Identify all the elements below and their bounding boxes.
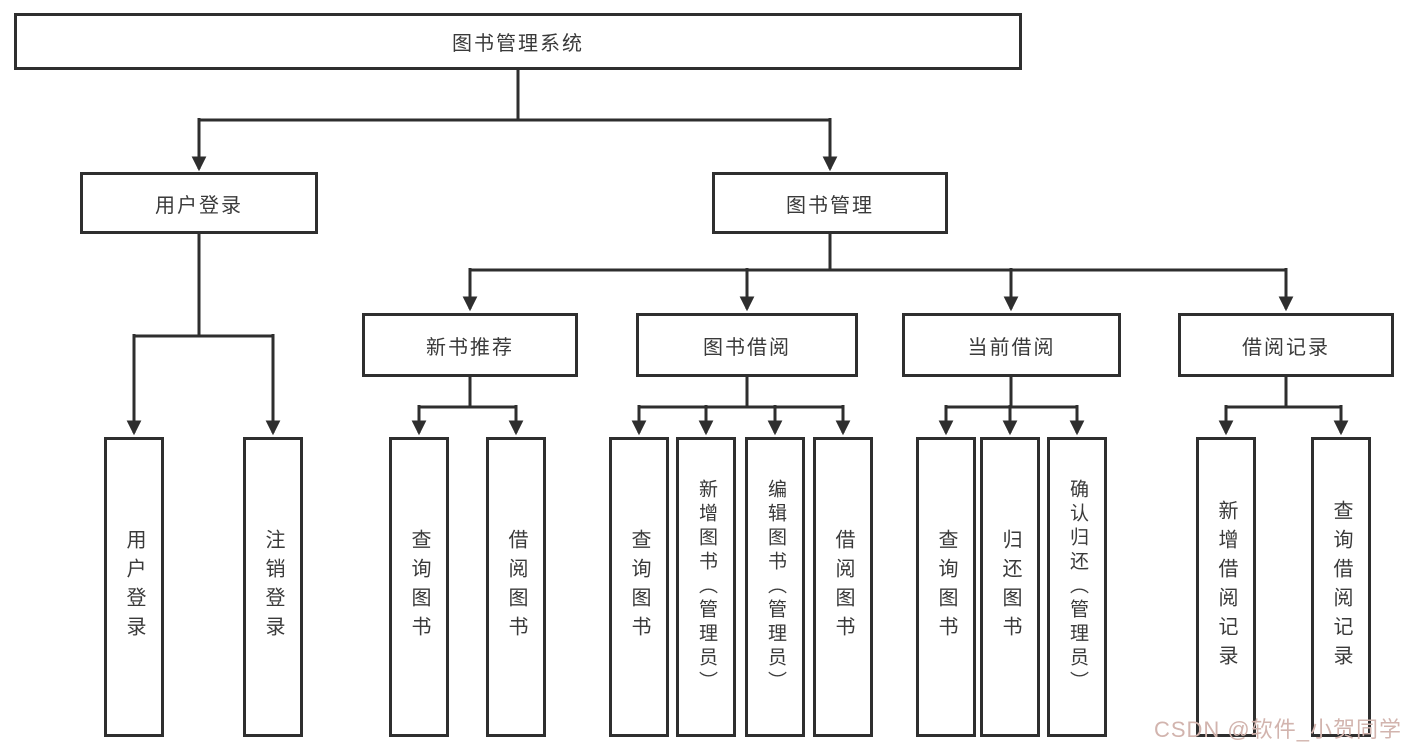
- node-query-books-borrow: 查询图书: [609, 437, 669, 737]
- node-current-borrow: 当前借阅: [902, 313, 1121, 377]
- watermark-text: CSDN @软件_小贺同学: [1153, 717, 1402, 742]
- node-return-book: 归还图书: [980, 437, 1040, 737]
- node-borrow-records: 借阅记录: [1178, 313, 1394, 377]
- node-add-borrow-record: 新增借阅记录: [1196, 437, 1256, 737]
- node-borrow-books-recommend: 借阅图书: [486, 437, 546, 737]
- node-library-management-system: 图书管理系统: [14, 13, 1022, 70]
- node-borrow-books: 借阅图书: [813, 437, 873, 737]
- node-user-login: 用户登录: [104, 437, 164, 737]
- node-query-books-current: 查询图书: [916, 437, 976, 737]
- node-add-book-admin: 新增图书（管理员）: [676, 437, 736, 737]
- node-book-management-module: 图书管理: [712, 172, 948, 234]
- node-logout: 注销登录: [243, 437, 303, 737]
- node-confirm-return-admin: 确认归还（管理员）: [1047, 437, 1107, 737]
- node-edit-book-admin: 编辑图书（管理员）: [745, 437, 805, 737]
- node-user-login-module: 用户登录: [80, 172, 318, 234]
- node-query-books-recommend: 查询图书: [389, 437, 449, 737]
- node-new-book-recommend: 新书推荐: [362, 313, 578, 377]
- node-query-borrow-record: 查询借阅记录: [1311, 437, 1371, 737]
- node-book-borrow: 图书借阅: [636, 313, 858, 377]
